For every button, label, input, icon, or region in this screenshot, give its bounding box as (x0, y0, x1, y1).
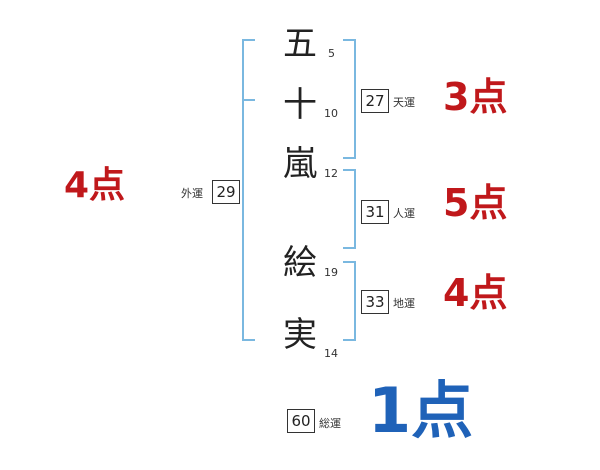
tenun-score: 3点 (443, 75, 508, 119)
chiun-label: 地運 (393, 297, 415, 310)
stroke-count-1: 5 (328, 47, 335, 60)
souun-value-box: 60 (287, 409, 315, 433)
name-char-4: 絵 (283, 243, 317, 283)
gaiun-bracket (242, 39, 255, 341)
chiun-value-box: 33 (361, 290, 389, 314)
stroke-count-4: 19 (324, 266, 338, 279)
jinun-value-box: 31 (361, 200, 389, 224)
jinun-bracket (343, 169, 356, 249)
souun-score: 1点 (368, 374, 474, 447)
name-char-5: 実 (283, 315, 317, 355)
stroke-count-2: 10 (324, 107, 338, 120)
gaiun-score: 4点 (64, 165, 126, 206)
tenun-label: 天運 (393, 96, 415, 109)
name-char-1: 五 (283, 24, 317, 64)
name-char-2: 十 (283, 85, 317, 125)
gaiun-value-box: 29 (212, 180, 240, 204)
chiun-score: 4点 (443, 271, 508, 315)
gaiun-label: 外運 (181, 187, 203, 200)
name-char-3: 嵐 (283, 144, 317, 184)
jinun-label: 人運 (393, 207, 415, 220)
chiun-bracket (343, 261, 356, 341)
jinun-score: 5点 (443, 181, 508, 225)
stroke-count-3: 12 (324, 167, 338, 180)
souun-label: 総運 (319, 417, 341, 430)
tenun-bracket (343, 39, 356, 159)
stroke-count-5: 14 (324, 347, 338, 360)
tenun-value-box: 27 (361, 89, 389, 113)
